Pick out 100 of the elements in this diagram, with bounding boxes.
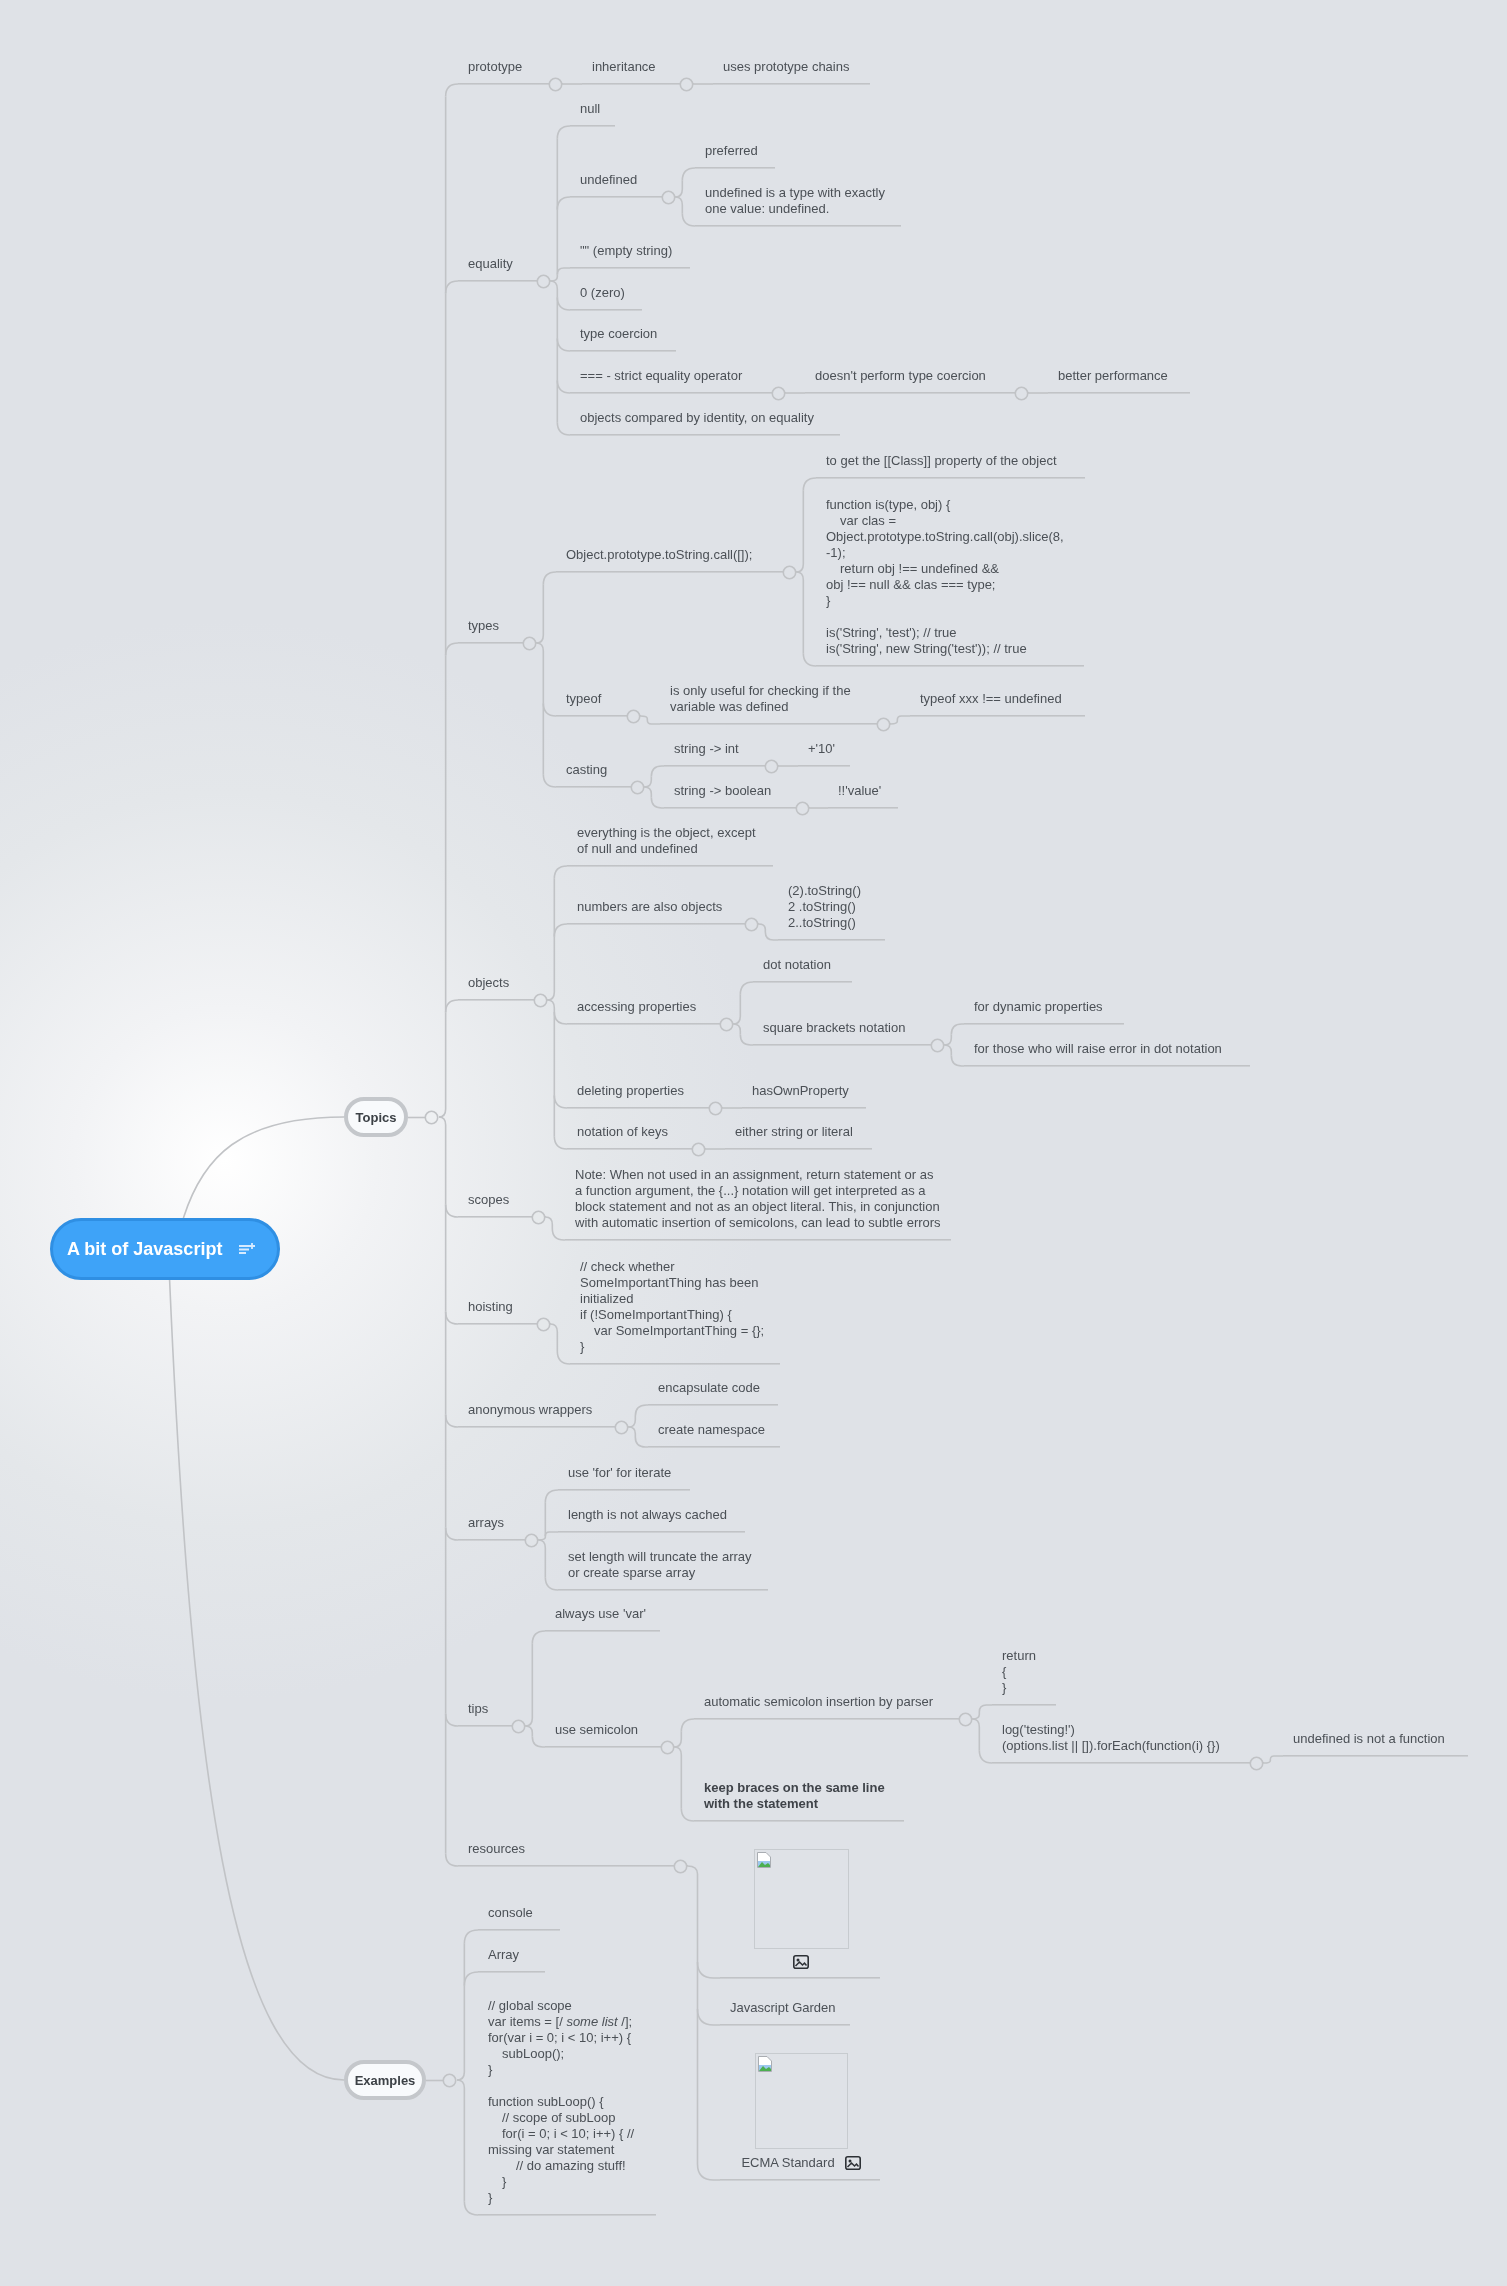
code-line: return obj !== undefined && — [839, 560, 999, 577]
code-line: function is(type, obj) { — [826, 496, 951, 513]
topic-label: better performance — [1058, 367, 1168, 384]
code-line: if (!SomeImportantThing) { — [580, 1306, 732, 1323]
branch-line — [556, 267, 571, 276]
code-line: obj !== null && clas === type; — [826, 576, 996, 593]
branch-line — [556, 337, 571, 352]
topic-label: Object.prototype.toString.call([]); — [566, 546, 753, 563]
branch-line — [739, 1033, 754, 1046]
code-line: 2..toString() — [788, 914, 856, 931]
topic-label: is only useful for checking if the variable was defined — [670, 682, 852, 715]
topic-label: null — [580, 100, 601, 117]
branch-line — [444, 1310, 459, 1325]
topic-label: typeof xxx !== undefined — [920, 690, 1062, 707]
topic-label: console — [488, 1904, 533, 1921]
topic-label: preferred — [705, 142, 758, 159]
topic-label: string -> int — [674, 740, 739, 757]
branch-line — [182, 1116, 345, 1219]
code-line: var items = [/ some list /]; — [488, 2013, 633, 2030]
branch-line — [696, 2008, 721, 2026]
topic-label: ECMA Standard — [741, 2154, 835, 2171]
code-line: } — [488, 2189, 493, 2206]
topic-label: anonymous wrappers — [468, 1401, 593, 1418]
branch-line — [444, 280, 459, 295]
topic-label: typeof — [566, 690, 602, 707]
branch-line — [456, 1984, 466, 2081]
branch-line — [524, 1725, 534, 1738]
branch-line — [438, 1011, 447, 1118]
topic-label: arrays — [468, 1514, 505, 1531]
topic-label: scopes — [468, 1191, 510, 1208]
branch-line — [553, 1011, 568, 1025]
branch-line — [795, 489, 805, 573]
topic-label: resources — [468, 1840, 526, 1857]
code-line: is('String', new String('test')); // true — [826, 640, 1027, 657]
branch-line — [553, 1135, 568, 1150]
code-line: return — [1002, 1647, 1036, 1664]
code-line: 2 .toString() — [788, 898, 856, 915]
topic-label: use 'for' for iterate — [568, 1464, 672, 1481]
branch-line — [650, 796, 665, 809]
topic-label: objects compared by identity, on equality — [580, 409, 814, 426]
branch-line — [802, 477, 817, 492]
topic-label: undefined — [580, 171, 638, 188]
topic-label: 0 (zero) — [580, 284, 625, 301]
topic-label: !!'value' — [838, 782, 882, 799]
topic-label: accessing properties — [577, 998, 697, 1015]
topic-label: "" (empty string) — [580, 242, 673, 259]
code-line: // do amazing stuff! — [515, 2157, 626, 2174]
code-line: } — [501, 2173, 507, 2190]
topic-label: objects — [468, 974, 510, 991]
branch-line — [444, 1852, 459, 1867]
branch-line — [444, 1526, 459, 1541]
branch-line — [544, 1531, 559, 1537]
branch-line — [978, 1749, 993, 1764]
branch-line — [438, 1116, 447, 1206]
branch-line — [556, 196, 571, 211]
branch-line — [639, 715, 661, 725]
branch-line — [889, 715, 911, 725]
branch-line — [681, 167, 696, 182]
topic-label: Javascript Garden — [730, 1999, 836, 2016]
branch-line — [634, 1436, 649, 1448]
code-line: is('String', 'test'); // true — [826, 624, 957, 641]
branch-line — [943, 1044, 953, 1057]
code-line: function subLoop() { — [488, 2093, 604, 2110]
code-line: } — [1002, 1679, 1007, 1696]
branch-line — [650, 765, 665, 778]
branch-line — [553, 865, 568, 880]
branch-line — [971, 1718, 981, 1752]
branch-line — [673, 1730, 683, 1748]
branch-line — [553, 1094, 568, 1109]
topic-label: use semicolon — [555, 1721, 639, 1738]
topic-label: Topics — [355, 1109, 397, 1125]
branch-line — [463, 1929, 479, 1945]
branch-line — [634, 1404, 649, 1417]
branch-line — [627, 1426, 637, 1438]
branch-line — [544, 1489, 559, 1504]
topic-label: Array — [488, 1946, 520, 1963]
branch-line — [542, 702, 557, 717]
code-line: var SomeImportantThing = {}; — [593, 1322, 765, 1339]
code-line: } — [488, 2061, 493, 2078]
branch-line — [1262, 1755, 1284, 1764]
topic-label: +'10' — [808, 740, 835, 757]
branch-line — [978, 1704, 993, 1713]
code-line: subLoop(); — [501, 2045, 565, 2062]
branch-line — [696, 2163, 721, 2181]
topic-label: for those who will raise error in dot notation — [974, 1040, 1222, 1057]
branch-line — [950, 1054, 965, 1067]
topic-label: inheritance — [592, 58, 656, 75]
topic-label: square brackets notation — [763, 1019, 906, 1036]
topic-label: hoisting — [468, 1298, 513, 1315]
topic-label: undefined is a type with exactly one value: undefined. — [705, 184, 886, 217]
branch-line — [674, 196, 684, 215]
topic-label: prototype — [468, 58, 523, 75]
branch-line — [549, 1323, 571, 1365]
topic-label: type coercion — [580, 325, 658, 342]
branch-line — [531, 1735, 546, 1748]
topic-label: dot notation — [763, 956, 831, 973]
code-line: var clas = Object.prototype.toString.call(obj).slice(8, -1); — [826, 512, 1065, 561]
branch-line — [456, 2079, 466, 2203]
branch-line — [795, 571, 805, 655]
topic-label: always use 'var' — [555, 1605, 646, 1622]
